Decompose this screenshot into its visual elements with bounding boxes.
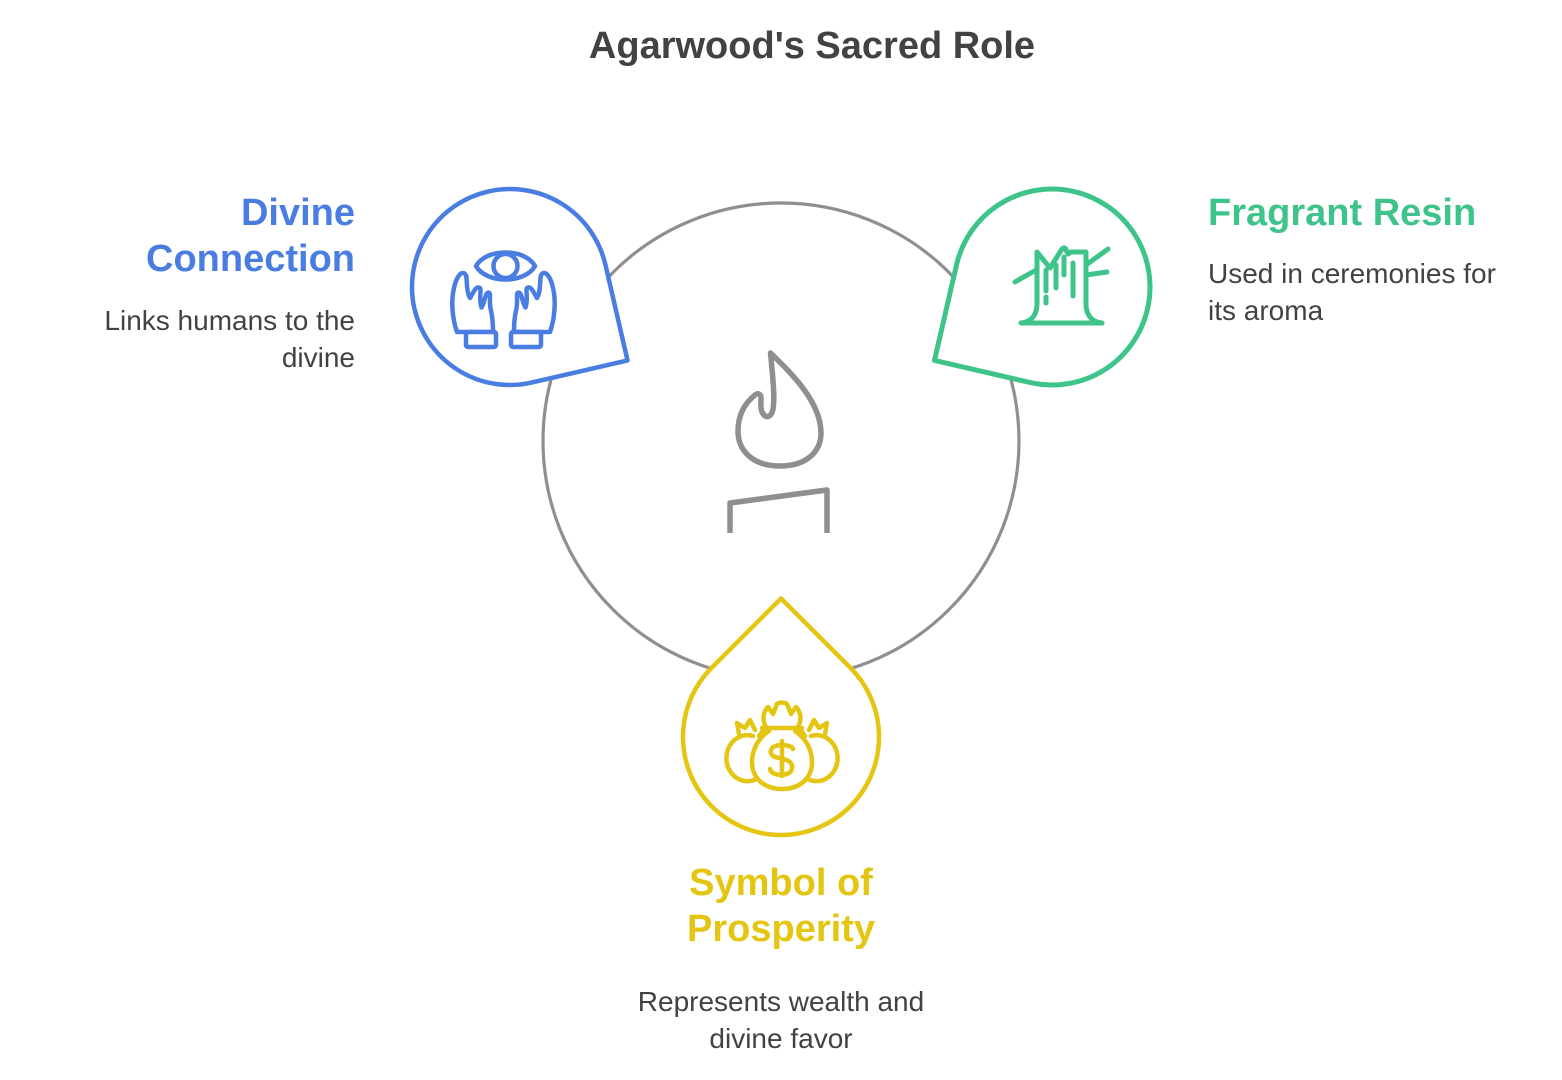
- stump-branch-right-flat: [1083, 269, 1110, 278]
- fragrant-resin-text: Fragrant Resin Used in ceremonies for it…: [1208, 190, 1528, 330]
- fragrant-resin-label: Fragrant Resin: [1208, 192, 1477, 234]
- divine-connection-label: Divine Connection: [146, 192, 355, 281]
- stump-outline: [1018, 245, 1105, 326]
- left-bag-knot: [734, 717, 758, 737]
- fragrant-resin-description: Used in ceremonies for its aroma: [1208, 258, 1496, 327]
- stump-branch-left: [1012, 267, 1039, 285]
- symbol-of-prosperity-label: Symbol of Prosperity: [687, 862, 875, 951]
- divine-connection-node: [409, 186, 630, 388]
- dollar-s-curve: [767, 742, 796, 778]
- flame-outline: [735, 350, 824, 469]
- burner-base: [727, 487, 830, 533]
- page-title: Agarwood's Sacred Role: [588, 25, 1036, 67]
- neck-flap-left: [756, 725, 768, 739]
- teardrop-blue: [409, 186, 630, 388]
- left-bag-body: [724, 732, 761, 784]
- right-bag-body: [803, 732, 840, 784]
- center-bag-knot: [761, 700, 803, 730]
- right-bag-knot: [806, 717, 830, 737]
- money-bags-icon: [724, 700, 840, 792]
- neck-flap-right: [796, 725, 808, 739]
- fragrant-resin-node: [931, 186, 1153, 388]
- divine-connection-text: Divine Connection Links humans to the di…: [25, 190, 355, 377]
- incense-flame-icon: [727, 350, 830, 533]
- divine-connection-description: Links humans to the divine: [104, 304, 355, 373]
- stump-branch-right-up: [1083, 246, 1111, 268]
- eye-pupil: [491, 251, 520, 281]
- symbol-of-prosperity-node: [680, 596, 882, 838]
- tree-stump-icon: [1012, 245, 1111, 326]
- eye-over-hands-icon: [452, 250, 554, 348]
- symbol-of-prosperity-description: Represents wealth and divine favor: [637, 986, 925, 1054]
